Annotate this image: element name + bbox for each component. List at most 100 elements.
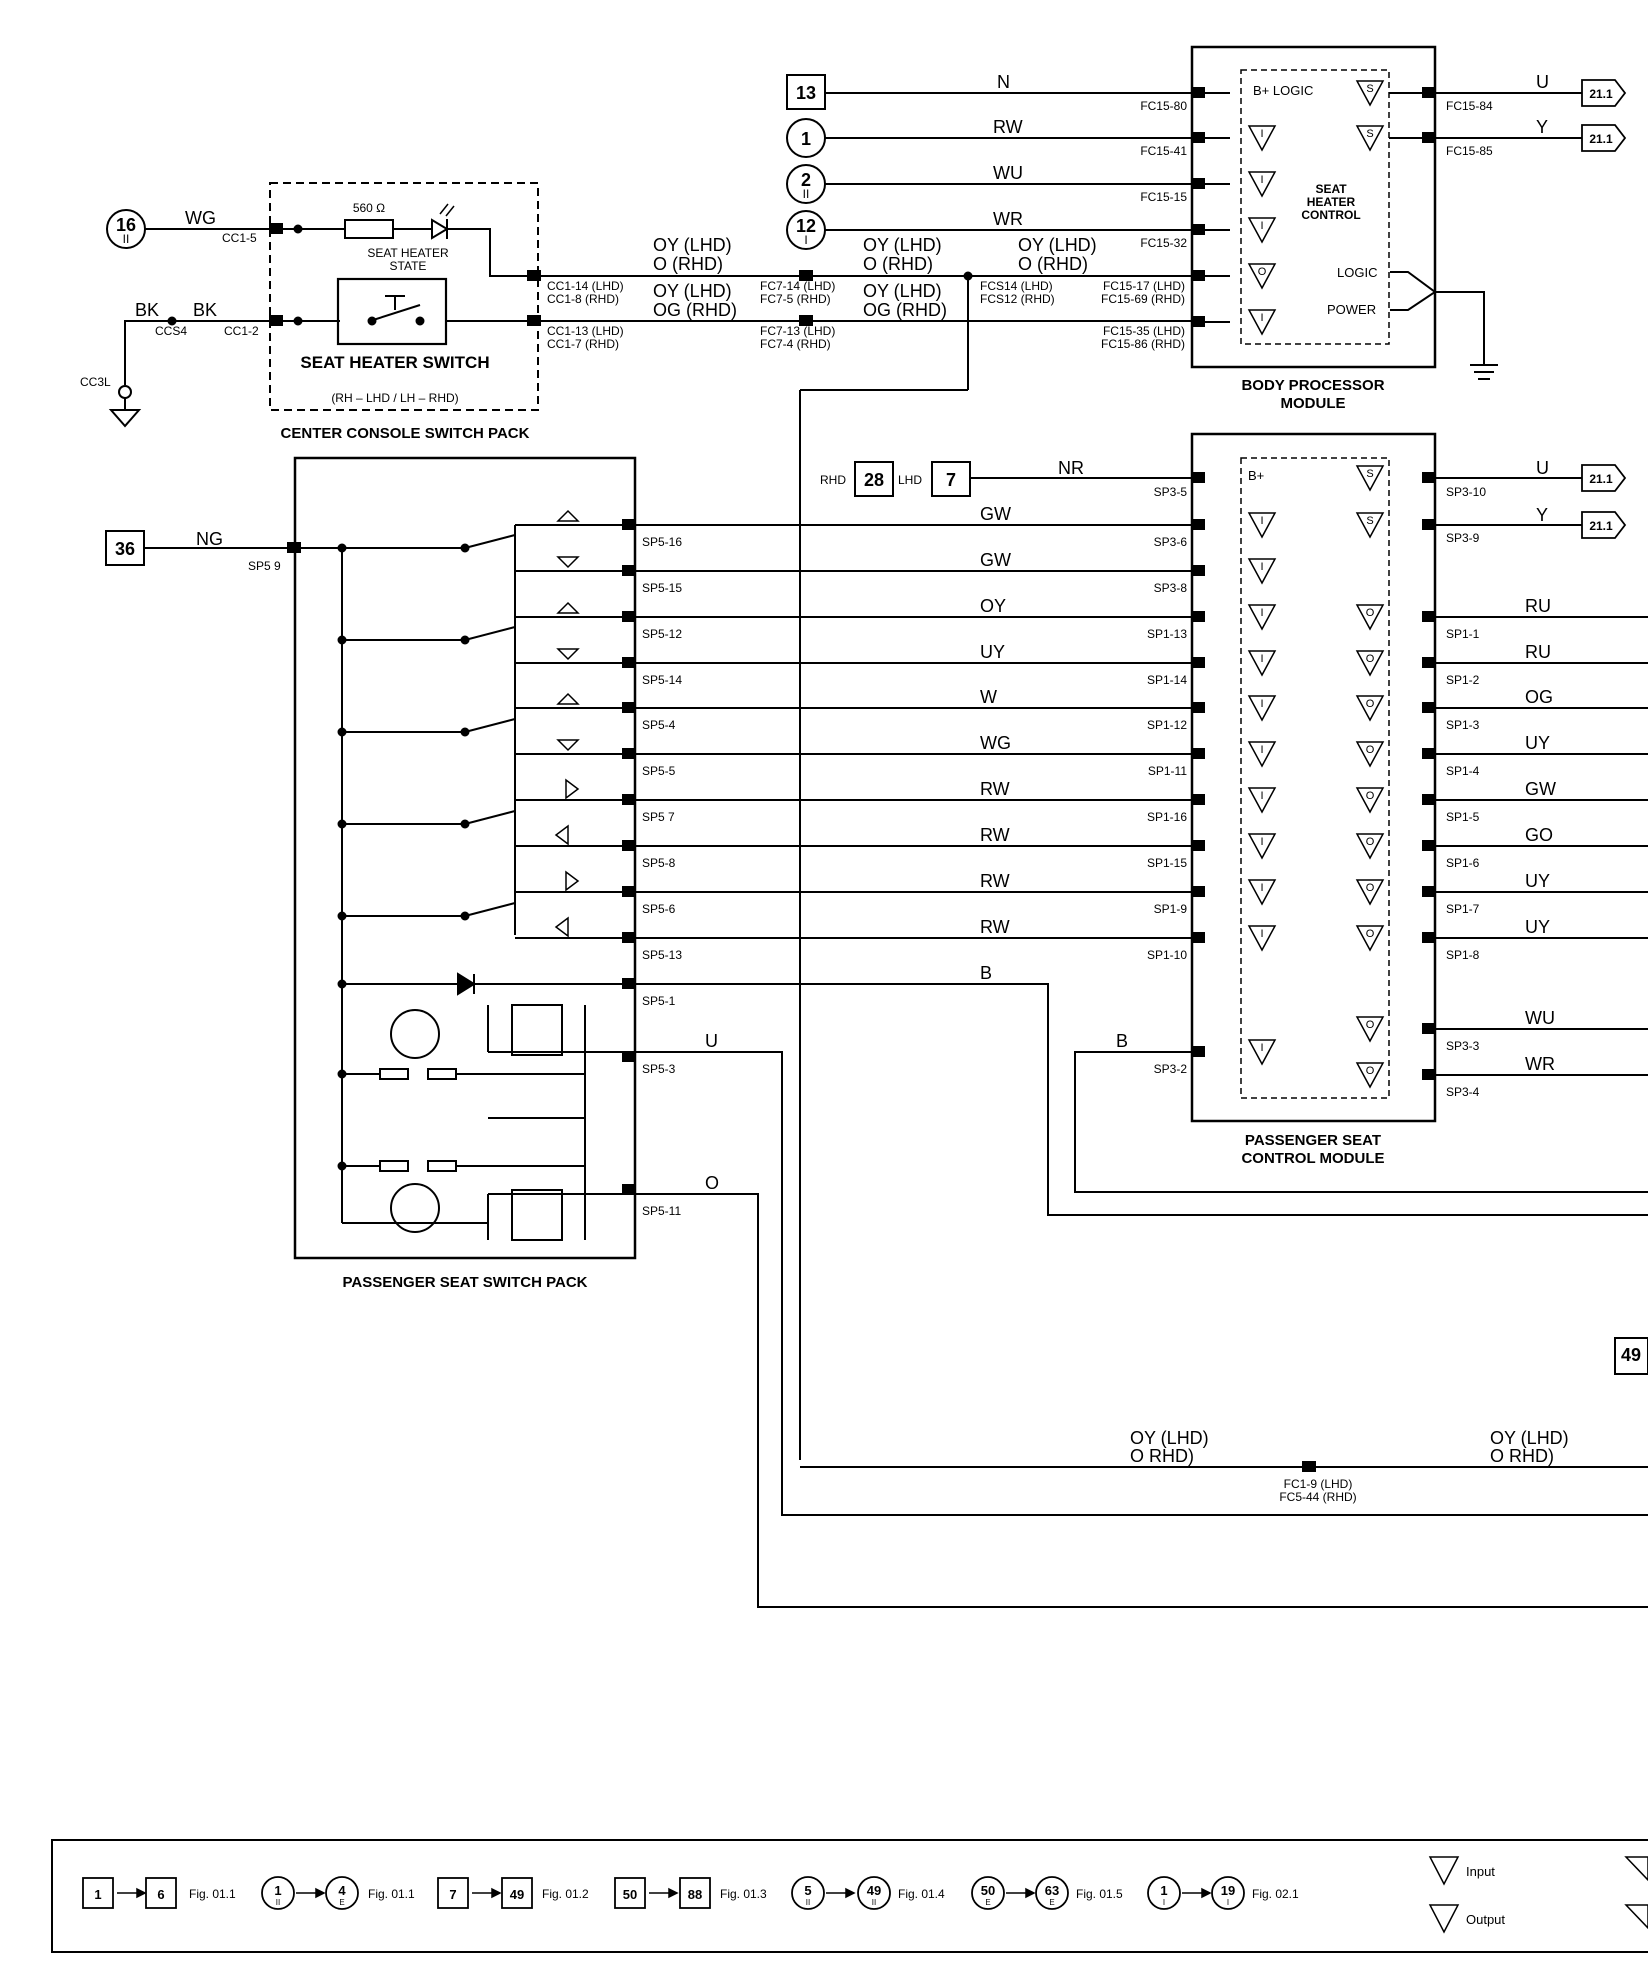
wire-ru-2: RU <box>1525 642 1551 662</box>
wire-oy-lhd-3: OY (LHD) <box>863 235 942 255</box>
bpm-output-symbol <box>1247 263 1277 290</box>
pscm-output-symbol <box>1355 695 1385 722</box>
ccsp-title: CENTER CONSOLE SWITCH PACK <box>281 425 530 442</box>
up-arrow-icon <box>556 601 580 614</box>
pin-sp5-11: SP5-11 <box>642 1204 681 1218</box>
pscm-output-symbol-mark: O <box>1366 607 1375 619</box>
legend-c5-sub: II <box>806 1898 810 1907</box>
pscm-input-symbol <box>1247 695 1277 722</box>
pscm-switched-symbol <box>1355 512 1385 539</box>
pin-fcs14: FCS14 (LHD) <box>980 279 1053 293</box>
pin-sp5-12: SP5-12 <box>642 627 682 641</box>
pin-sp1-10: SP1-10 <box>1147 948 1187 962</box>
pin-sp1-5: SP1-5 <box>1446 810 1480 824</box>
pin-sp1-16: SP1-16 <box>1147 810 1187 824</box>
pin-fc7-13: FC7-13 (LHD) <box>760 324 835 338</box>
state-label-1: SEAT HEATER <box>367 246 449 260</box>
pin-cc1-5: CC1-5 <box>222 231 257 245</box>
ref-rhd: RHD <box>820 473 846 487</box>
ref-49: 49 <box>1621 1345 1641 1365</box>
wire-wu: WU <box>993 163 1023 183</box>
wire-gw-3: GW <box>1525 779 1556 799</box>
pin-fc15-17: FC15-17 (LHD) <box>1103 279 1185 293</box>
pscm-switched-symbol-mark: S <box>1366 515 1373 527</box>
legend-c1b: 1 <box>1160 1883 1167 1898</box>
wire-gw-1: GW <box>980 504 1011 524</box>
pin-fc7-14: FC7-14 (LHD) <box>760 279 835 293</box>
bpm-output-symbol-mark: O <box>1258 266 1267 278</box>
ref-28: 28 <box>864 470 884 490</box>
legend-7: 7 <box>449 1887 456 1902</box>
bpm-switched-symbol <box>1355 80 1385 107</box>
wire-uy-2: UY <box>1525 871 1550 891</box>
pscm-output-symbol <box>1355 604 1385 631</box>
pin-sp3-6: SP3-6 <box>1154 535 1188 549</box>
pscm-input-symbol-mark: I <box>1260 698 1263 710</box>
bpm-input-symbol-mark: I <box>1260 312 1263 324</box>
pin-sp3-3: SP3-3 <box>1446 1039 1480 1053</box>
pscm-switched-symbol-mark: S <box>1366 468 1373 480</box>
pscm-input-symbol <box>1247 650 1277 677</box>
wire-bk-1: BK <box>135 300 159 320</box>
pin-sp5-16: SP5-16 <box>642 535 682 549</box>
legend-c50-sub: E <box>985 1898 990 1907</box>
wire-n: N <box>997 72 1010 92</box>
pscm-input-symbol-mark: I <box>1260 515 1263 527</box>
wire-o-rhd-2: O (RHD) <box>863 254 933 274</box>
ref-1: 1 <box>801 129 811 149</box>
pin-sp1-8: SP1-8 <box>1446 948 1480 962</box>
legend-1: 1 <box>94 1887 101 1902</box>
pscm-input-symbol <box>1247 512 1277 539</box>
pscm-title-1: PASSENGER SEAT <box>1245 1132 1381 1149</box>
pscm-input-symbol-mark: I <box>1260 790 1263 802</box>
passenger-seat-switch-pack <box>293 456 637 1260</box>
bpm-input-symbol <box>1247 217 1277 244</box>
pscm-output-symbol-mark: O <box>1366 882 1375 894</box>
pin-cc1-8: CC1-8 (RHD) <box>547 292 619 306</box>
legend-c4-sub: E <box>339 1898 344 1907</box>
legend-box <box>51 1839 1648 1953</box>
wire-o-rhd-3: O (RHD) <box>1018 254 1088 274</box>
pin-sp5-4: SP5-4 <box>642 718 676 732</box>
right-arrow-icon <box>565 778 580 800</box>
wire-ru-1: RU <box>1525 596 1551 616</box>
pin-sp1-12: SP1-12 <box>1147 718 1187 732</box>
wire-oy-lhd-4: OY (LHD) <box>863 281 942 301</box>
legend-c1-sub: II <box>276 1898 280 1907</box>
pscm-output-symbol-mark: O <box>1366 928 1375 940</box>
pin-fc15-80: FC15-80 <box>1140 99 1187 113</box>
wire-ng: NG <box>196 529 223 549</box>
pin-sp3-8: SP3-8 <box>1154 581 1188 595</box>
pin-fc1-9: FC1-9 (LHD) <box>1284 1477 1353 1491</box>
resistor-label: 560 Ω <box>353 201 385 215</box>
wire-uy-3: UY <box>1525 917 1550 937</box>
pscm-b-plus: B+ <box>1248 468 1264 483</box>
ref-2: 2 <box>801 170 811 190</box>
legend-c5: 5 <box>804 1883 811 1898</box>
legend-49: 49 <box>510 1887 524 1902</box>
pssp-title: PASSENGER SEAT SWITCH PACK <box>342 1274 587 1291</box>
wire-b-1: B <box>980 963 992 983</box>
ref-36: 36 <box>115 539 135 559</box>
pscm-output-symbol <box>1355 925 1385 952</box>
up-arrow-icon <box>556 692 580 705</box>
pscm-input-symbol <box>1247 787 1277 814</box>
pin-sp5-6: SP5-6 <box>642 902 676 916</box>
wire-u-pscm: U <box>1536 458 1549 478</box>
pin-sp1-11: SP1-11 <box>1148 764 1187 778</box>
legend-c49: 49 <box>867 1883 881 1898</box>
wire-o-sp5: O <box>705 1173 719 1193</box>
pin-sp5-13: SP5-13 <box>642 948 682 962</box>
bpm-input-symbol-mark: I <box>1260 128 1263 140</box>
legend-c50: 50 <box>981 1883 995 1898</box>
pin-cc1-14: CC1-14 (LHD) <box>547 279 624 293</box>
legend-fig-6: Fig. 01.5 <box>1076 1887 1123 1901</box>
wire-o-rhd-4: O RHD) <box>1130 1446 1194 1466</box>
wire-wg-16: WG <box>185 208 216 228</box>
pin-sp5-5: SP5-5 <box>642 764 676 778</box>
pscm-output-symbol-mark: O <box>1366 653 1375 665</box>
pin-sp5-1: SP5-1 <box>642 994 676 1008</box>
wire-go: GO <box>1525 825 1553 845</box>
